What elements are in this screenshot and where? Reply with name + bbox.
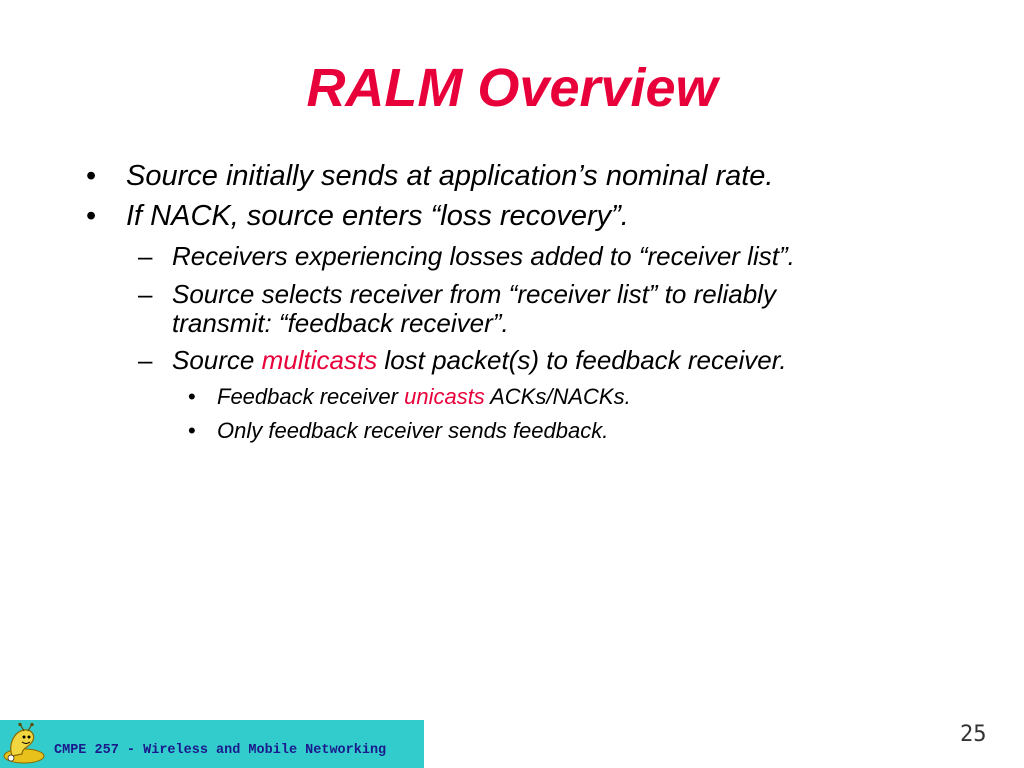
text-segment: Source (172, 345, 262, 375)
slug-mascot-icon (2, 722, 46, 766)
text-segment: lost packet(s) to feedback receiver. (377, 345, 787, 375)
sub-bullet-marker: – (138, 345, 153, 375)
sub-bullet-text-continued: transmit: “feedback receiver”. (172, 308, 509, 338)
sub-sub-bullet-marker: • (188, 384, 196, 409)
footer-bar (0, 720, 424, 768)
bullet-text: If NACK, source enters “loss recovery”. (126, 200, 629, 232)
sub-sub-bullet-marker: • (188, 418, 196, 443)
sub-bullet-text: Receivers experiencing losses added to “… (172, 241, 795, 271)
sub-bullet-text: Source selects receiver from “receiver l… (172, 279, 776, 309)
footer-course-title: CMPE 257 - Wireless and Mobile Networkin… (54, 743, 387, 758)
sub-bullet-marker: – (138, 279, 153, 309)
sub-bullet-marker: – (138, 241, 153, 271)
slide-title: RALM Overview (306, 58, 718, 118)
sub-sub-bullet-text: Only feedback receiver sends feedback. (217, 418, 609, 443)
page-number: 25 (960, 722, 987, 747)
sub-sub-bullet-text: Feedback receiver unicasts ACKs/NACKs. (217, 384, 631, 410)
bullet-text: Source initially sends at application’s … (126, 160, 774, 192)
text-segment: Feedback receiver (217, 384, 405, 409)
text-segment: ACKs/NACKs. (484, 384, 631, 409)
sub-bullet-text: Source multicasts lost packet(s) to feed… (172, 345, 787, 375)
bullet-marker: • (86, 160, 97, 192)
bullet-marker: • (86, 200, 97, 232)
highlight-multicasts: multicasts (261, 345, 378, 375)
highlight-unicasts: unicasts (404, 384, 485, 409)
